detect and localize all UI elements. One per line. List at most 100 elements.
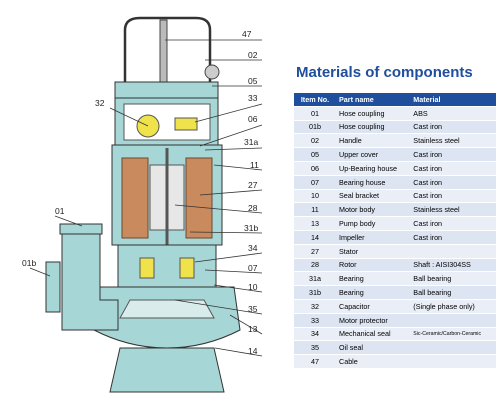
callout-47: 47	[242, 29, 252, 39]
leader-lines	[29, 39, 263, 357]
material: ABS	[410, 106, 496, 121]
part-name: Upper cover	[336, 147, 411, 162]
callout-28: 28	[248, 203, 258, 213]
material: Cast iron	[410, 161, 496, 176]
part-name: Seal bracket	[336, 189, 411, 204]
callout-10: 10	[248, 282, 258, 292]
material: Cast iron	[410, 147, 496, 162]
item-no: 13	[294, 216, 336, 231]
callout-35: 35	[248, 304, 258, 314]
material: Ball bearing	[410, 271, 496, 287]
part-name: Pump body	[336, 216, 411, 231]
material: (Single phase only)	[410, 299, 496, 314]
part-name: Bearing	[336, 271, 411, 287]
discharge-pipe	[61, 231, 119, 331]
callout-27: 27	[248, 180, 258, 190]
item-no: 35	[294, 340, 336, 356]
callout-01b: 01b	[22, 258, 36, 268]
item-no: 34	[294, 327, 336, 342]
part-name: Cable	[336, 354, 411, 369]
callout-11: 11	[250, 160, 259, 170]
material	[410, 354, 496, 369]
upper-cover	[114, 81, 219, 99]
stand	[109, 347, 225, 393]
material: Shaft : AISI304SS	[410, 258, 496, 273]
callout-34: 34	[248, 243, 258, 253]
item-no: 01b	[294, 120, 336, 135]
material: Cast iron	[410, 175, 496, 190]
part-name: Stator	[336, 244, 411, 259]
item-no: 31b	[294, 285, 336, 300]
material: Stainless steel	[410, 133, 496, 149]
hose-coupling-b	[45, 261, 61, 313]
material	[410, 340, 496, 356]
impeller	[119, 299, 215, 319]
callout-32: 32	[95, 98, 105, 108]
material: Cast iron	[410, 230, 496, 245]
material: Cast iron	[410, 216, 496, 231]
callout-01: 01	[55, 206, 65, 216]
part-name: Up-Bearing house	[336, 161, 411, 176]
part-name: Bearing house	[336, 175, 411, 190]
item-no: 02	[294, 133, 336, 149]
part-name: Capacitor	[336, 299, 411, 314]
item-no: 31a	[294, 271, 336, 287]
callout-14: 14	[248, 346, 258, 356]
part-name: Mechanical seal	[336, 327, 411, 342]
item-no: 06	[294, 161, 336, 176]
callout-05: 05	[248, 76, 258, 86]
part-name: Bearing	[336, 285, 411, 300]
item-no: 01	[294, 106, 336, 121]
materials-title: Materials of components	[296, 64, 473, 81]
material: Cast iron	[410, 189, 496, 204]
callout-33: 33	[248, 93, 258, 103]
item-no: 05	[294, 147, 336, 162]
callout-13: 13	[248, 324, 258, 334]
header-item-no: Item No.	[294, 93, 336, 107]
item-no: 10	[294, 189, 336, 204]
part-name: Impeller	[336, 230, 411, 245]
item-no: 28	[294, 258, 336, 273]
material	[410, 244, 496, 259]
mechanical-seal-left	[139, 257, 155, 279]
item-no: 07	[294, 175, 336, 190]
item-no: 47	[294, 354, 336, 369]
item-no: 11	[294, 202, 336, 218]
seal-bracket	[117, 244, 217, 288]
table-header-row: Item No. Part name Material	[294, 93, 496, 107]
stator-left	[121, 157, 149, 239]
callout-02: 02	[248, 50, 258, 60]
hose-coupling	[59, 223, 103, 235]
stator-right	[185, 157, 213, 239]
item-no: 33	[294, 313, 336, 328]
item-no: 27	[294, 244, 336, 259]
callout-31a: 31a	[244, 137, 258, 147]
part-name: Motor body	[336, 202, 411, 218]
part-name: Hose coupling	[336, 120, 411, 135]
header-part-name: Part name	[336, 93, 411, 107]
item-no: 32	[294, 299, 336, 314]
part-name: Motor protector	[336, 313, 411, 328]
pump-cross-section-diagram: 47 02 05 32 33 06 31a 11 27 28 31b 34 07…	[22, 16, 263, 393]
part-name: Hose coupling	[336, 106, 411, 121]
material: Stainless steel	[410, 202, 496, 218]
mechanical-seal-right	[179, 257, 195, 279]
callout-06: 06	[248, 114, 258, 124]
